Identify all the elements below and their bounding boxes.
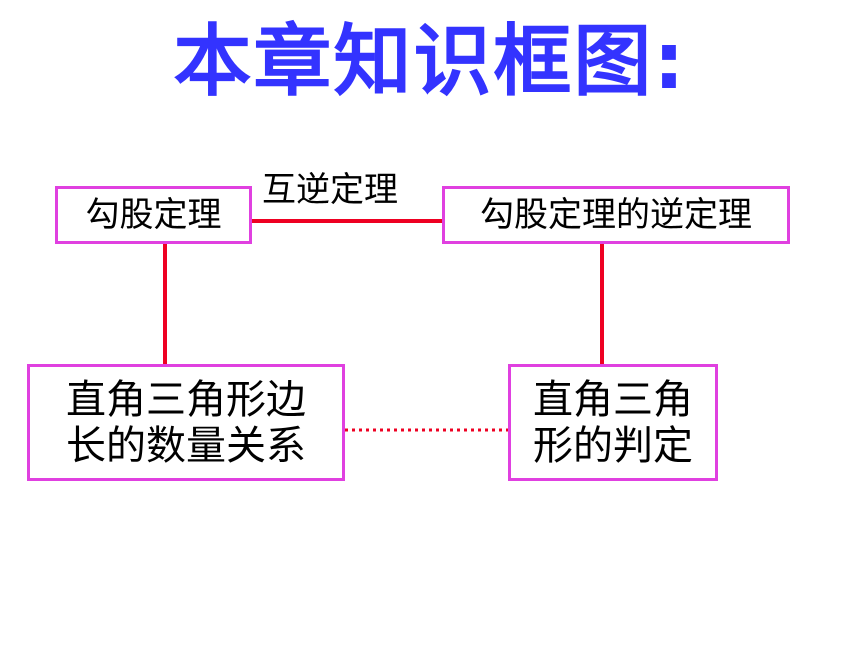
node-pythagorean-theorem: 勾股定理 — [55, 186, 252, 244]
node-converse-theorem: 勾股定理的逆定理 — [442, 186, 790, 244]
node-side-relation: 直角三角形边 长的数量关系 — [27, 364, 345, 481]
node-side-relation-line-2: 长的数量关系 — [66, 422, 306, 469]
node-right-triangle-judgement: 直角三角 形的判定 — [508, 364, 718, 481]
node-converse-label: 勾股定理的逆定理 — [480, 195, 752, 235]
node-side-relation-line-1: 直角三角形边 — [66, 376, 306, 423]
page-title: 本章知识框图: — [173, 17, 687, 107]
node-pythagorean-label: 勾股定理 — [85, 195, 222, 235]
node-judgement-line-2: 形的判定 — [533, 422, 693, 469]
node-judgement-line-1: 直角三角 — [533, 376, 693, 423]
edge-label-mutual-converse: 互逆定理 — [262, 170, 398, 210]
